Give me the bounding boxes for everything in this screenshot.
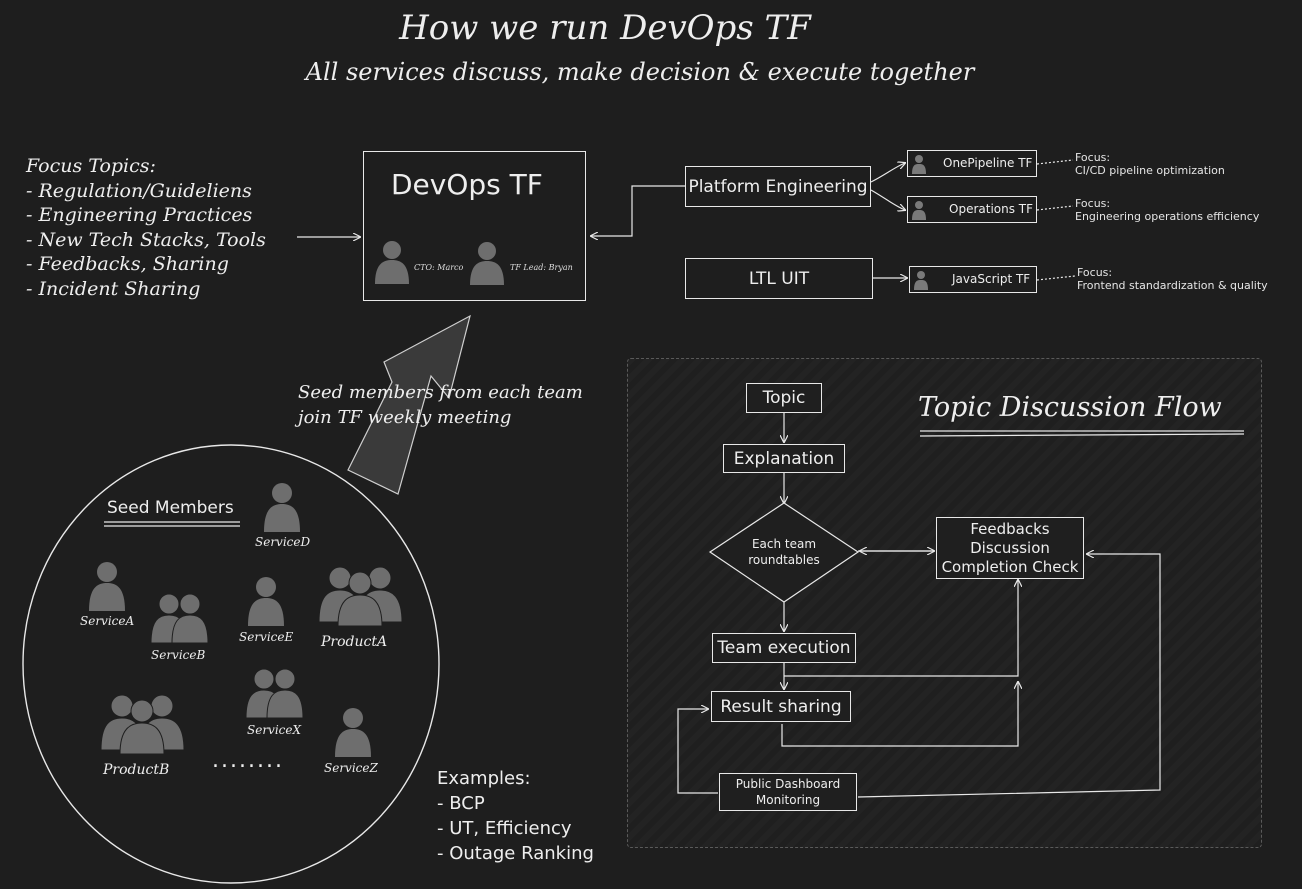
serviced-person-icon [264, 483, 300, 532]
dashboard-line: Public Dashboard [735, 777, 841, 791]
platform-to-operations-arrow [870, 189, 905, 210]
platform-to-onepipeline-arrow [870, 163, 905, 183]
member-label: ProductA [321, 634, 388, 650]
onepipeline-tf-label: OnePipeline TF [943, 156, 1033, 170]
servicez-person-icon [335, 708, 371, 757]
javascript-tf-box: JavaScript TF [909, 266, 1037, 293]
serviceb-group-icon [150, 593, 209, 643]
member-label: ServiceE [239, 630, 294, 644]
page-title: How we run DevOps TF [399, 8, 811, 48]
roundtable-diamond [708, 502, 860, 603]
more-members-ellipsis: ........ [212, 748, 284, 773]
focus-text: Engineering operations efficiency [1075, 210, 1260, 223]
focus-heading: Focus: [1075, 151, 1111, 164]
focus-topic-item: - Engineering Practices [26, 204, 253, 227]
seed-join-arrow [347, 314, 471, 495]
devops-tf-title: DevOps TF [391, 168, 543, 201]
member-label: ServiceD [255, 535, 311, 549]
servicex-group-icon [245, 668, 304, 718]
focus-text: Frontend standardization & quality [1077, 279, 1268, 292]
member-label: ServiceZ [324, 761, 378, 775]
feedback-line: Feedbacks [970, 519, 1050, 538]
examples-heading: Examples: [437, 768, 531, 789]
dashboard-line: Monitoring [755, 793, 821, 807]
cto-label: CTO: Marco [414, 263, 464, 272]
servicee-person-icon [248, 577, 284, 626]
flow-sharing-box: Result sharing [711, 691, 851, 722]
member-label: ServiceA [80, 614, 135, 628]
lead-person-icon [470, 242, 504, 285]
flow-explanation-box: Explanation [723, 444, 845, 473]
focus-heading: Focus: [1075, 197, 1111, 210]
platform-engineering-box: Platform Engineering [685, 166, 871, 207]
seed-text-line: Seed members from each team [298, 382, 583, 403]
examples: Examples: - BCP - UT, Efficiency - Outag… [437, 766, 594, 866]
member-label: ServiceX [247, 723, 302, 737]
focus-topics: Focus Topics: - Regulation/Guideliens - … [26, 154, 266, 302]
javascript-tf-label: JavaScript TF [952, 272, 1031, 286]
focus-topic-item: - New Tech Stacks, Tools [26, 228, 266, 251]
dashboard-to-sharing-arrow [677, 709, 718, 794]
example-item: - BCP [437, 793, 485, 814]
feedback-line: Discussion [970, 538, 1050, 557]
javascript-person-icon [914, 271, 928, 290]
example-item: - UT, Efficiency [437, 818, 572, 839]
lead-label: TF Lead: Bryan [510, 263, 573, 272]
focus-topic-item: - Incident Sharing [26, 277, 201, 300]
flow-roundtable-label: Each team roundtables [734, 536, 834, 568]
page-subtitle: All services discuss, make decision & ex… [305, 58, 975, 86]
servicea-person-icon [89, 562, 125, 611]
member-label: ProductB [103, 762, 170, 778]
focus-text: CI/CD pipeline optimization [1075, 164, 1225, 177]
onepipeline-person-icon [912, 155, 926, 174]
roundtable-line: Each team [751, 537, 817, 551]
dashboard-to-feedback-arrow [857, 554, 1161, 798]
flow-execution-box: Team execution [712, 633, 856, 663]
focus-topic-item: - Regulation/Guideliens [26, 179, 252, 202]
operations-tf-box: Operations TF [907, 196, 1037, 223]
platform-to-tf-arrow [591, 185, 685, 236]
flow-feedback-box: Feedbacks Discussion Completion Check [936, 517, 1084, 579]
member-label: ServiceB [151, 648, 206, 662]
execution-to-feedback-arrow [784, 580, 1018, 677]
topic-flow-panel [627, 358, 1262, 848]
seed-members-label: Seed Members [107, 498, 234, 518]
devops-tf-box [363, 151, 586, 301]
producta-group-icon [318, 566, 403, 626]
operations-focus-note: Focus: Engineering operations efficiency [1075, 197, 1259, 223]
flow-title: Topic Discussion Flow [918, 392, 1222, 423]
focus-topics-heading: Focus Topics: [26, 155, 156, 177]
sharing-to-feedback-arrow [781, 682, 1018, 747]
operations-focus-link [1036, 205, 1074, 211]
flow-dashboard-box: Public Dashboard Monitoring [719, 773, 857, 811]
onepipeline-focus-link [1036, 159, 1074, 165]
focus-topic-item: - Feedbacks, Sharing [26, 253, 229, 276]
onepipeline-focus-note: Focus: CI/CD pipeline optimization [1075, 151, 1225, 177]
onepipeline-tf-box: OnePipeline TF [907, 150, 1037, 177]
example-item: - Outage Ranking [437, 843, 594, 864]
flow-topic-box: Topic [746, 383, 822, 413]
javascript-focus-note: Focus: Frontend standardization & qualit… [1077, 266, 1268, 292]
seed-text-line: join TF weekly meeting [298, 407, 512, 428]
cto-person-icon [375, 241, 409, 284]
productb-group-icon [100, 694, 185, 754]
javascript-focus-link [1036, 275, 1076, 281]
operations-tf-label: Operations TF [949, 202, 1034, 216]
feedback-line: Completion Check [941, 557, 1079, 576]
seed-text: Seed members from each team join TF week… [298, 380, 583, 430]
flow-title-underline-2 [919, 433, 1245, 437]
seed-members-circle [22, 444, 440, 884]
roundtable-line: roundtables [748, 553, 820, 567]
focus-heading: Focus: [1077, 266, 1113, 279]
ltl-uit-box: LTL UIT [685, 258, 873, 299]
operations-person-icon [912, 201, 926, 220]
